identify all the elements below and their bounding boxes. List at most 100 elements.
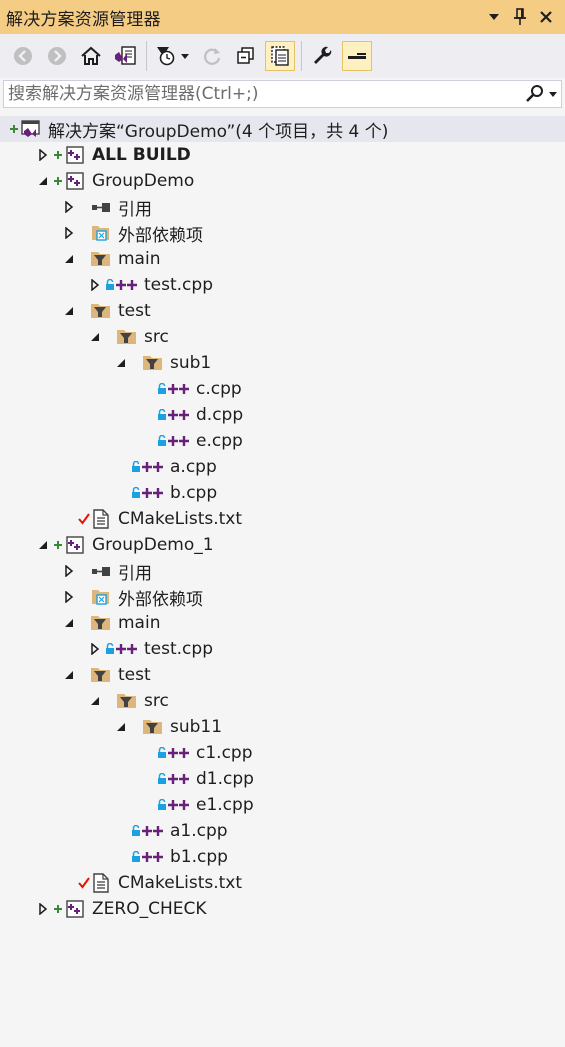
close-button[interactable] xyxy=(533,4,559,30)
expand-arrow-icon[interactable] xyxy=(60,584,78,610)
expand-arrow-icon[interactable] xyxy=(60,558,78,584)
refresh-button[interactable] xyxy=(197,41,227,71)
tree-item[interactable]: test.cpp xyxy=(0,636,565,662)
folder-filter-icon xyxy=(116,688,138,714)
tree-item[interactable]: b.cpp xyxy=(0,480,565,506)
status-placeholder xyxy=(78,220,90,246)
tree-item[interactable]: a1.cpp xyxy=(0,818,565,844)
expander-placeholder xyxy=(60,506,78,532)
tree-item[interactable]: d.cpp xyxy=(0,402,565,428)
tree-item[interactable]: sub1 xyxy=(0,350,565,376)
tree-item-label: ALL BUILD xyxy=(92,145,191,165)
tree-item[interactable]: src xyxy=(0,688,565,714)
expand-arrow-icon[interactable] xyxy=(60,220,78,246)
expand-arrow-icon[interactable] xyxy=(86,636,104,662)
tree-item-label: CMakeLists.txt xyxy=(118,873,243,893)
tree-item-label: b.cpp xyxy=(170,483,218,503)
expand-arrow-icon[interactable] xyxy=(34,896,52,922)
home-button[interactable] xyxy=(76,41,106,71)
tree-item-label: src xyxy=(144,327,169,347)
checked-in-lock-icon xyxy=(156,428,168,454)
tree-item[interactable]: d1.cpp xyxy=(0,766,565,792)
tree-item[interactable]: e1.cpp xyxy=(0,792,565,818)
tree-item-label: 解决方案“GroupDemo”(4 个项目，共 4 个) xyxy=(48,121,389,142)
search-options-button[interactable] xyxy=(521,81,561,107)
toolbar xyxy=(0,34,565,78)
search-box xyxy=(3,80,562,108)
expander-placeholder xyxy=(138,766,156,792)
tree-item[interactable]: 解决方案“GroupDemo”(4 个项目，共 4 个) xyxy=(0,116,565,142)
tree-item[interactable]: main xyxy=(0,610,565,636)
tree-item-label: e.cpp xyxy=(196,431,243,451)
tree-item[interactable]: 引用 xyxy=(0,558,565,584)
tree-item-label: ZERO_CHECK xyxy=(92,899,207,919)
checked-in-lock-icon xyxy=(156,402,168,428)
status-placeholder xyxy=(78,194,90,220)
tree-item[interactable]: c1.cpp xyxy=(0,740,565,766)
tree-item-label: 外部依赖项 xyxy=(118,225,203,246)
expand-arrow-icon[interactable] xyxy=(34,142,52,168)
tree-item[interactable]: test xyxy=(0,662,565,688)
show-all-files-icon xyxy=(271,46,289,66)
clock-filter-icon xyxy=(157,47,189,66)
tree-item[interactable]: test.cpp xyxy=(0,272,565,298)
preview-selected-button[interactable] xyxy=(342,41,372,71)
vs-switch-views-icon xyxy=(115,46,136,65)
collapse-arrow-icon[interactable] xyxy=(112,714,130,740)
collapse-arrow-icon[interactable] xyxy=(60,610,78,636)
expander-placeholder xyxy=(138,792,156,818)
collapse-arrow-icon[interactable] xyxy=(86,688,104,714)
tree-item[interactable]: b1.cpp xyxy=(0,844,565,870)
collapse-all-button[interactable] xyxy=(231,41,261,71)
tree-item[interactable]: 引用 xyxy=(0,194,565,220)
window-position-dropdown[interactable] xyxy=(481,4,507,30)
refresh-icon xyxy=(204,48,221,65)
collapse-arrow-icon[interactable] xyxy=(112,350,130,376)
tree-item[interactable]: CMakeLists.txt xyxy=(0,870,565,896)
tree-item[interactable]: e.cpp xyxy=(0,428,565,454)
cpp-file-icon xyxy=(168,740,190,766)
collapse-arrow-icon[interactable] xyxy=(60,246,78,272)
tree-item[interactable]: sub11 xyxy=(0,714,565,740)
tree-item[interactable]: ZERO_CHECK xyxy=(0,896,565,922)
tree-item[interactable]: ALL BUILD xyxy=(0,142,565,168)
tree-item[interactable]: CMakeLists.txt xyxy=(0,506,565,532)
text-file-icon xyxy=(90,870,112,896)
tree-item[interactable]: 外部依赖项 xyxy=(0,220,565,246)
home-icon xyxy=(81,46,101,65)
forward-button[interactable] xyxy=(42,41,72,71)
checked-in-lock-icon xyxy=(104,272,116,298)
tree-item[interactable]: 外部依赖项 xyxy=(0,584,565,610)
tree-item[interactable]: c.cpp xyxy=(0,376,565,402)
tree-item[interactable]: test xyxy=(0,298,565,324)
collapse-all-icon xyxy=(237,47,254,64)
back-button[interactable] xyxy=(8,41,38,71)
tree-item-label: 引用 xyxy=(118,199,152,220)
pin-button[interactable] xyxy=(507,4,533,30)
tree-item-label: test.cpp xyxy=(144,275,213,295)
properties-button[interactable] xyxy=(308,41,338,71)
tree-item[interactable]: src xyxy=(0,324,565,350)
search-input[interactable] xyxy=(4,83,521,105)
collapse-arrow-icon[interactable] xyxy=(86,324,104,350)
expand-arrow-icon[interactable] xyxy=(86,272,104,298)
show-all-files-button[interactable] xyxy=(265,41,295,71)
switch-views-button[interactable] xyxy=(110,41,140,71)
pending-changes-filter-button[interactable] xyxy=(153,41,193,71)
tree-item[interactable]: GroupDemo_1 xyxy=(0,532,565,558)
project-icon xyxy=(64,168,86,194)
collapse-arrow-icon[interactable] xyxy=(34,168,52,194)
collapse-arrow-icon[interactable] xyxy=(60,662,78,688)
close-icon xyxy=(540,11,552,23)
tree-item-label: CMakeLists.txt xyxy=(118,509,243,529)
tree-item[interactable]: a.cpp xyxy=(0,454,565,480)
tree-item-label: test xyxy=(118,665,151,685)
tree-item[interactable]: GroupDemo xyxy=(0,168,565,194)
checked-in-lock-icon xyxy=(156,792,168,818)
collapse-arrow-icon[interactable] xyxy=(34,532,52,558)
tree-item[interactable]: main xyxy=(0,246,565,272)
collapse-arrow-icon[interactable] xyxy=(60,298,78,324)
cpp-file-icon xyxy=(116,636,138,662)
expand-arrow-icon[interactable] xyxy=(60,194,78,220)
checked-in-lock-icon xyxy=(104,636,116,662)
